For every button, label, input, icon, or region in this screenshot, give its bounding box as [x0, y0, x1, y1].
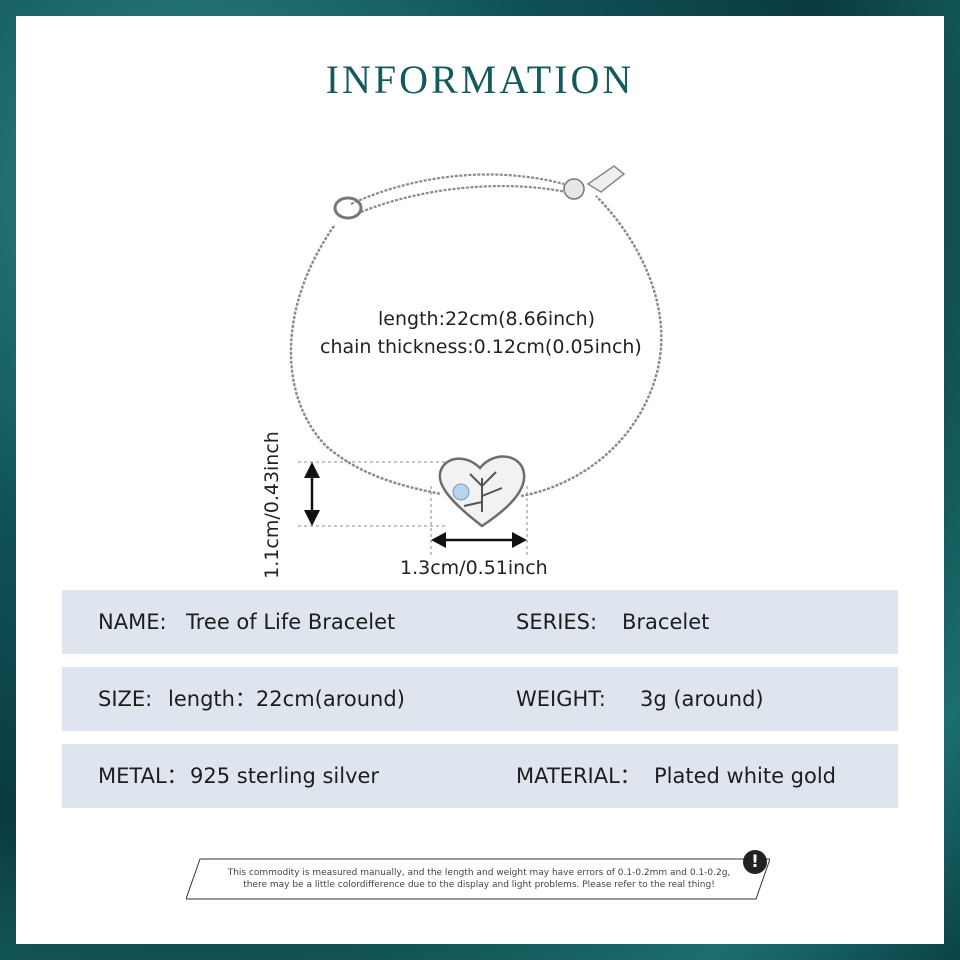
page-title: INFORMATION — [325, 57, 635, 102]
specs-table: NAME: Tree of Life Bracelet SERIES: Brac… — [62, 590, 898, 821]
size-value: length：22cm(around) — [168, 687, 405, 711]
series-value: Bracelet — [622, 610, 710, 634]
chain-thickness-label: chain thickness:0.12cm(0.05inch) — [320, 336, 642, 358]
length-label: length:22cm(8.66inch) — [378, 308, 596, 330]
series-label: SERIES: — [516, 610, 598, 634]
spec-row-metal: METAL： 925 sterling silver MATERIAL： Pla… — [62, 744, 898, 808]
material-label: MATERIAL： — [516, 764, 641, 788]
size-label: SIZE: — [98, 687, 153, 711]
spec-row-name: NAME: Tree of Life Bracelet SERIES: Brac… — [62, 590, 898, 654]
product-illustration: length:22cm(8.66inch) chain thickness:0.… — [16, 16, 944, 616]
info-card: INFORMATION — [16, 16, 944, 944]
material-value: Plated white gold — [654, 764, 837, 788]
bracelet-drawing — [289, 165, 663, 556]
notice-line-2: there may be a little colordifference du… — [243, 880, 715, 890]
notice-border — [186, 858, 770, 900]
notice-line-1: This commodity is measured manually, and… — [227, 868, 731, 878]
spec-row-size: SIZE: length：22cm(around) WEIGHT: 3g (ar… — [62, 667, 898, 731]
measurement-notice: This commodity is measured manually, and… — [186, 850, 770, 900]
name-value: Tree of Life Bracelet — [186, 610, 396, 634]
notice-text: This commodity is measured manually, and… — [196, 867, 762, 891]
height-label: 1.1cm/0.43inch — [260, 431, 283, 579]
metal-value: 925 sterling silver — [190, 764, 380, 788]
name-label: NAME: — [98, 610, 167, 634]
metal-label: METAL： — [98, 764, 188, 788]
width-label: 1.3cm/0.51inch — [400, 557, 548, 579]
weight-label: WEIGHT: — [516, 687, 606, 711]
weight-value: 3g (around) — [640, 687, 764, 711]
exclamation-icon: ! — [743, 850, 767, 874]
